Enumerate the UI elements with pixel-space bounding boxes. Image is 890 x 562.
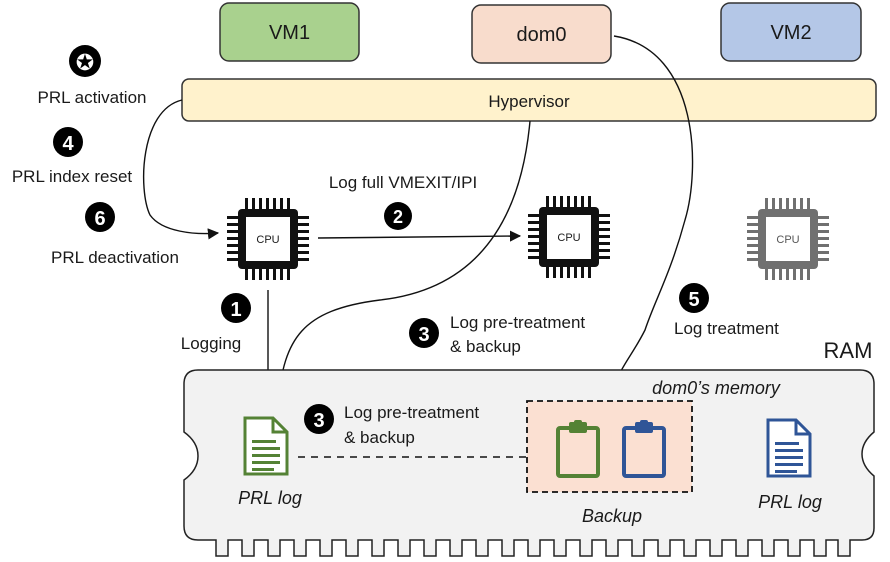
step-prl-activation: ✪ PRL activation — [38, 45, 147, 107]
vmexit-arrow — [317, 230, 522, 242]
pretreatment-ram-line2: & backup — [344, 428, 415, 447]
dom0-box: dom0 — [471, 4, 612, 64]
vm1-label: VM1 — [269, 22, 310, 44]
svg-text:1: 1 — [230, 299, 241, 321]
step-pretreatment-top: 3 Log pre-treatment & backup — [409, 313, 585, 356]
treatment-arrow — [608, 35, 694, 399]
svg-text:6: 6 — [94, 208, 105, 230]
number-2-icon — [384, 202, 412, 230]
pretreatment-ram-line1: Log pre-treatment — [344, 403, 479, 422]
activation-arrow — [142, 99, 220, 240]
number-5-icon — [679, 283, 709, 313]
document-blue-icon — [766, 418, 812, 478]
step-prl-deactivation: 6 PRL deactivation — [51, 202, 179, 267]
svg-text:CPU: CPU — [776, 234, 799, 246]
pretreatment-top-line2: & backup — [450, 337, 521, 356]
document-green-icon — [243, 416, 289, 476]
log-vmexit-label: Log full VMEXIT/IPI — [329, 173, 477, 192]
dom0-memory-label: dom0’s memory — [652, 378, 781, 398]
hypervisor-bar: Hypervisor — [181, 78, 877, 122]
svg-text:5: 5 — [688, 289, 699, 311]
cpu-vm2-idle: CPU — [747, 198, 829, 280]
prl-log-left-label: PRL log — [238, 488, 302, 508]
pretreatment-top-line1: Log pre-treatment — [450, 313, 585, 332]
vm2-box: VM2 — [720, 2, 862, 62]
cpu-dom0: CPU — [528, 196, 610, 278]
step-log-treatment: 5 Log treatment — [674, 283, 779, 338]
star-marker-icon — [69, 45, 101, 77]
backup-label: Backup — [582, 506, 642, 526]
hypervisor-label: Hypervisor — [488, 92, 570, 111]
vm2-label: VM2 — [770, 22, 811, 44]
number-4-icon — [53, 127, 83, 157]
step-prl-index-reset: 4 PRL index reset — [12, 127, 133, 186]
prl-log-left: PRL log — [238, 416, 302, 508]
svg-text:4: 4 — [62, 133, 74, 155]
svg-text:2: 2 — [393, 207, 403, 227]
dom0-memory-region: dom0’s memory Backup — [526, 378, 781, 526]
number-1-icon — [221, 293, 251, 323]
prl-deactivation-label: PRL deactivation — [51, 248, 179, 267]
svg-text:3: 3 — [418, 324, 429, 346]
dom0-label: dom0 — [516, 24, 566, 46]
pretreatment-arrow — [273, 120, 531, 402]
svg-text:✪: ✪ — [76, 50, 94, 75]
vm1-box: VM1 — [219, 2, 360, 62]
prl-log-right: PRL log — [758, 418, 822, 512]
cpu-vm1: CPU — [227, 198, 309, 280]
svg-text:CPU: CPU — [256, 234, 279, 246]
svg-text:3: 3 — [313, 410, 324, 432]
log-treatment-label: Log treatment — [674, 319, 779, 338]
prl-activation-label: PRL activation — [38, 88, 147, 107]
number-6-icon — [85, 202, 115, 232]
step-logging: 1 Logging — [181, 293, 251, 353]
number-3-icon — [304, 404, 334, 434]
logging-label: Logging — [181, 334, 242, 353]
prl-log-right-label: PRL log — [758, 492, 822, 512]
step-pretreatment-ram: 3 Log pre-treatment & backup — [304, 403, 479, 447]
ram-label: RAM — [824, 338, 873, 363]
number-3-icon — [409, 318, 439, 348]
prl-index-reset-label: PRL index reset — [12, 167, 133, 186]
svg-text:CPU: CPU — [557, 232, 580, 244]
step-log-vmexit: Log full VMEXIT/IPI 2 — [329, 173, 477, 230]
